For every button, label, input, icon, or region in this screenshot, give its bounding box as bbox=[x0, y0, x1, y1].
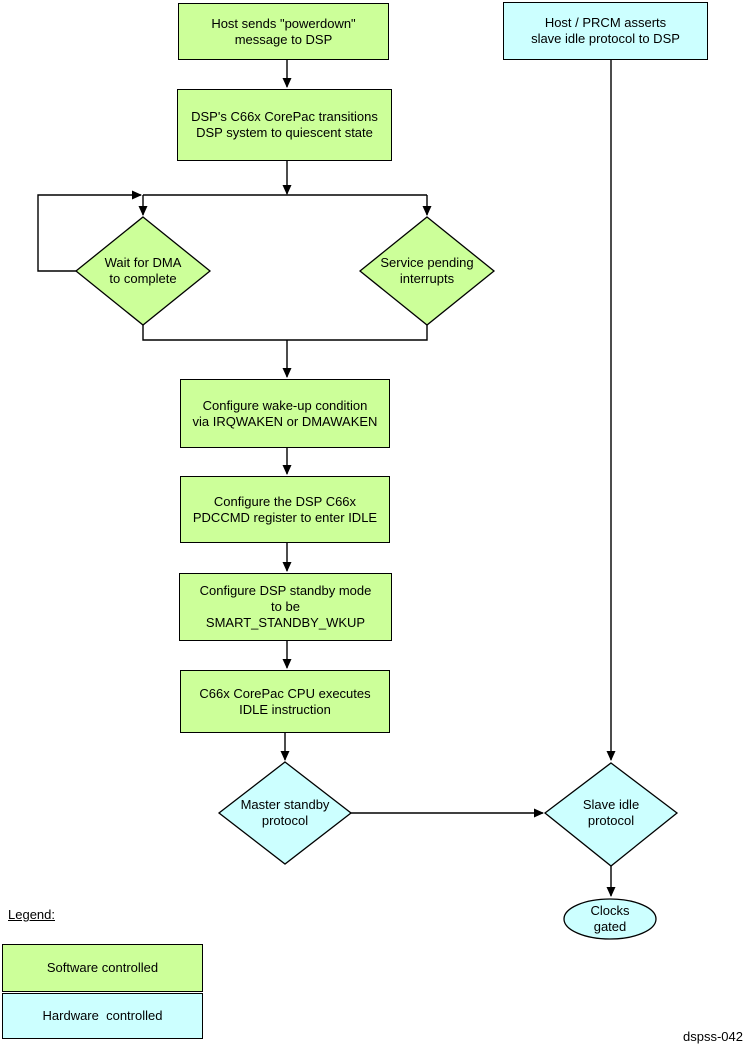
node-configure-standby: Configure DSP standby mode to be SMART_S… bbox=[179, 573, 392, 641]
node-idle-instruction-label: C66x CorePac CPU executes IDLE instructi… bbox=[199, 685, 371, 717]
node-configure-pdccmd: Configure the DSP C66x PDCCMD register t… bbox=[180, 476, 390, 543]
node-host-prcm-label: Host / PRCM asserts slave idle protocol … bbox=[531, 15, 680, 46]
slave-idle-label: Slave idle protocol bbox=[582, 797, 640, 828]
legend-hardware-label: Hardware controlled bbox=[42, 1008, 163, 1023]
line-diamonds-collector bbox=[142, 325, 428, 341]
node-configure-wakeup: Configure wake-up condition via IRQWAKEN… bbox=[180, 379, 390, 448]
legend-software-label: Software controlled bbox=[46, 960, 159, 975]
clocks-gated-label: Clocks gated bbox=[590, 903, 630, 934]
legend-item-software: Software controlled bbox=[2, 944, 203, 992]
master-standby-label: Master standby protocol bbox=[240, 797, 330, 828]
node-corepac-transitions-label: DSP's C66x CorePac transitions DSP syste… bbox=[191, 109, 378, 140]
node-configure-wakeup-label: Configure wake-up condition via IRQWAKEN… bbox=[192, 397, 378, 429]
node-idle-instruction: C66x CorePac CPU executes IDLE instructi… bbox=[180, 670, 390, 733]
node-host-powerdown-label: Host sends "powerdown" message to DSP bbox=[211, 15, 356, 47]
figure-id: dspss-042 bbox=[683, 1029, 743, 1044]
node-host-powerdown: Host sends "powerdown" message to DSP bbox=[178, 3, 389, 60]
service-interrupts-label: Service pending interrupts bbox=[380, 255, 474, 286]
node-host-prcm: Host / PRCM asserts slave idle protocol … bbox=[503, 2, 708, 60]
node-configure-pdccmd-label: Configure the DSP C66x PDCCMD register t… bbox=[192, 493, 378, 525]
wait-dma-label: Wait for DMA to complete bbox=[104, 255, 182, 286]
node-corepac-transitions: DSP's C66x CorePac transitions DSP syste… bbox=[177, 89, 392, 161]
legend-item-hardware: Hardware controlled bbox=[2, 993, 203, 1039]
legend-title: Legend: bbox=[8, 907, 55, 922]
node-configure-standby-label: Configure DSP standby mode to be SMART_S… bbox=[199, 583, 372, 630]
